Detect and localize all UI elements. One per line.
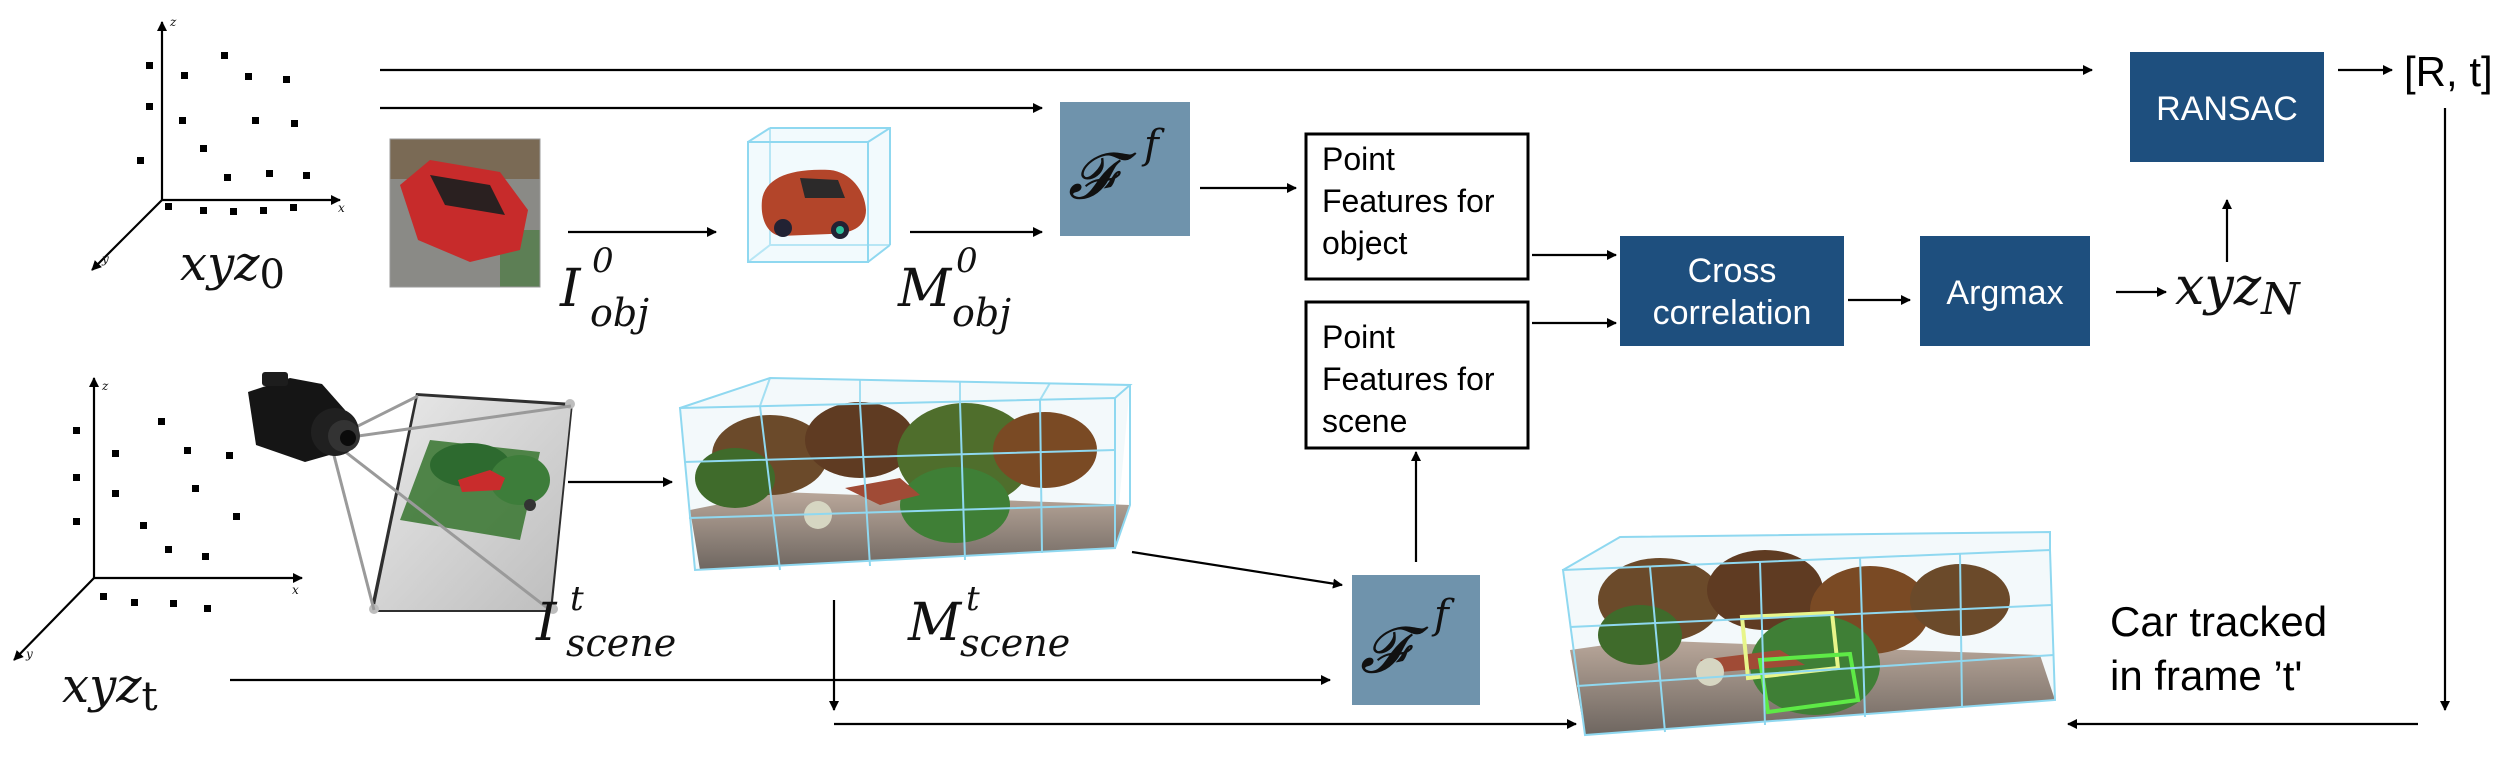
scene-image-board bbox=[328, 393, 575, 614]
svg-text:Argmax: Argmax bbox=[1946, 274, 2063, 312]
object-voxel-cube bbox=[747, 127, 891, 263]
scene-voxel-grid bbox=[678, 376, 1133, 572]
arrows bbox=[230, 65, 2450, 729]
svg-text:Features for: Features for bbox=[1322, 183, 1495, 219]
feature-extractor-bottom: 𝓕 f bbox=[1352, 575, 1480, 705]
svg-text:Cross: Cross bbox=[1688, 252, 1777, 290]
argmax-box: Argmax bbox=[1920, 236, 2090, 346]
tracked-voxel-grid bbox=[1561, 530, 2057, 737]
svg-text:I: I bbox=[535, 593, 558, 653]
caption-line-1: Car tracked bbox=[2110, 598, 2327, 645]
svg-text:Point: Point bbox=[1322, 319, 1395, 355]
feature-extractor-top: 𝓕 f bbox=[1060, 102, 1190, 236]
symbol-M-obj: M 0 obj bbox=[897, 241, 1011, 335]
svg-text:0: 0 bbox=[956, 241, 978, 281]
ransac-box: RANSAC bbox=[2130, 52, 2324, 162]
y-axis-0 bbox=[91, 199, 163, 271]
svg-text:M: M bbox=[907, 593, 963, 653]
points-t bbox=[73, 418, 240, 612]
svg-text:I: I bbox=[559, 259, 582, 319]
rotation-translation-label: [R, t] bbox=[2404, 48, 2493, 95]
point-cloud-0: z x y xyz0 bbox=[91, 15, 345, 298]
cross-correlation-box: Cross correlation bbox=[1620, 236, 1844, 346]
svg-text:obj: obj bbox=[590, 291, 649, 335]
symbol-I-obj: I 0 obj bbox=[559, 241, 649, 335]
x-axis-label-t: x bbox=[292, 583, 299, 597]
svg-text:scene: scene bbox=[960, 621, 1070, 665]
svg-text:object: object bbox=[1322, 225, 1408, 261]
y-axis-label-0: y bbox=[101, 252, 109, 266]
svg-text:RANSAC: RANSAC bbox=[2156, 90, 2298, 128]
xyzN-label: xyzN bbox=[2175, 257, 2301, 325]
point-cloud-t: z x y xyzt bbox=[13, 377, 303, 720]
object-crop-image bbox=[389, 138, 541, 288]
point-features-object-box: Point Features for object bbox=[1304, 132, 1530, 281]
svg-text:t: t bbox=[570, 579, 584, 619]
svg-text:scene: scene bbox=[566, 621, 676, 665]
xyz0-label: xyz0 bbox=[180, 236, 285, 298]
svg-text:obj: obj bbox=[952, 291, 1011, 335]
z-axis-label-0: z bbox=[169, 15, 177, 29]
y-axis-label-t: y bbox=[25, 647, 33, 661]
svg-text:Point: Point bbox=[1322, 141, 1395, 177]
svg-text:Features for: Features for bbox=[1322, 361, 1495, 397]
svg-text:t: t bbox=[966, 579, 980, 619]
xyzt-label: xyzt bbox=[62, 658, 158, 720]
svg-text:correlation: correlation bbox=[1653, 294, 1812, 332]
camera-icon bbox=[248, 372, 360, 462]
caption-line-2: in frame ’t' bbox=[2110, 652, 2302, 699]
svg-text:0: 0 bbox=[592, 241, 614, 281]
symbol-I-scene: I t scene bbox=[535, 579, 676, 665]
x-axis-label-0: x bbox=[338, 201, 345, 215]
svg-text:M: M bbox=[897, 259, 953, 319]
y-axis-t bbox=[13, 577, 95, 661]
points-0 bbox=[137, 52, 310, 215]
point-features-scene-box: Point Features for scene bbox=[1304, 300, 1530, 450]
svg-text:scene: scene bbox=[1322, 403, 1407, 439]
symbol-M-scene: M t scene bbox=[907, 579, 1070, 665]
z-axis-label-t: z bbox=[101, 379, 109, 393]
